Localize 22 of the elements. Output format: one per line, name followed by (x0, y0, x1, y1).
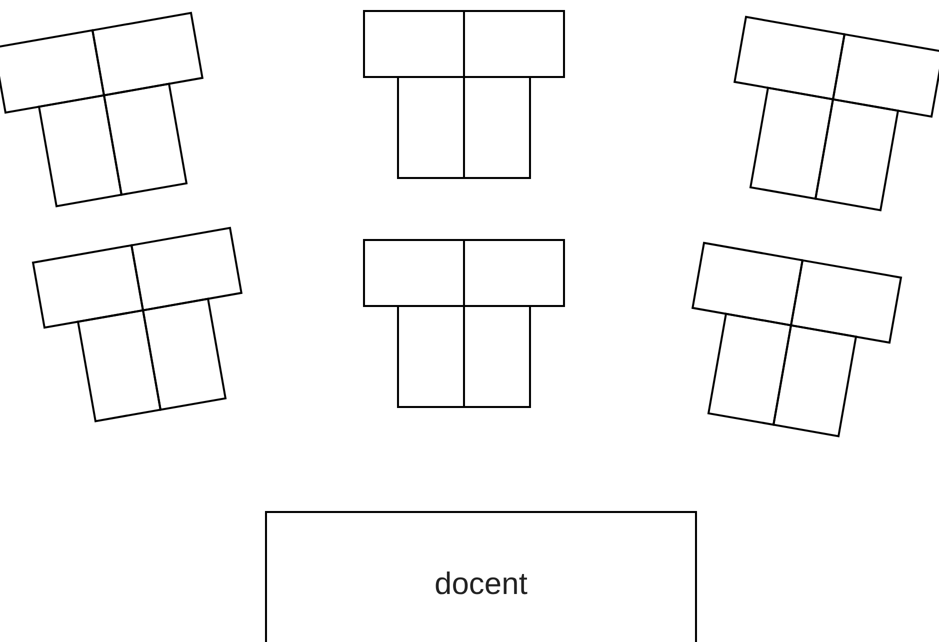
teacher-desk (265, 511, 697, 642)
student-desk (832, 33, 939, 118)
student-desk (397, 305, 465, 408)
student-desk (463, 76, 531, 179)
student-desk (91, 12, 204, 96)
student-desk (463, 10, 565, 78)
student-desk (76, 309, 162, 422)
student-desk (463, 239, 565, 307)
student-desk (749, 86, 834, 200)
student-desk (814, 98, 900, 212)
student-desk (102, 82, 188, 196)
desk-label: docent (434, 566, 528, 602)
student-desk (790, 259, 902, 344)
student-desk (363, 10, 465, 78)
student-desk (38, 94, 123, 208)
student-desk (397, 76, 465, 179)
student-desk (142, 298, 227, 411)
student-desk (363, 239, 465, 307)
student-desk (707, 312, 792, 426)
student-desk (463, 305, 531, 408)
student-desk (130, 226, 243, 312)
student-desk (772, 324, 858, 438)
